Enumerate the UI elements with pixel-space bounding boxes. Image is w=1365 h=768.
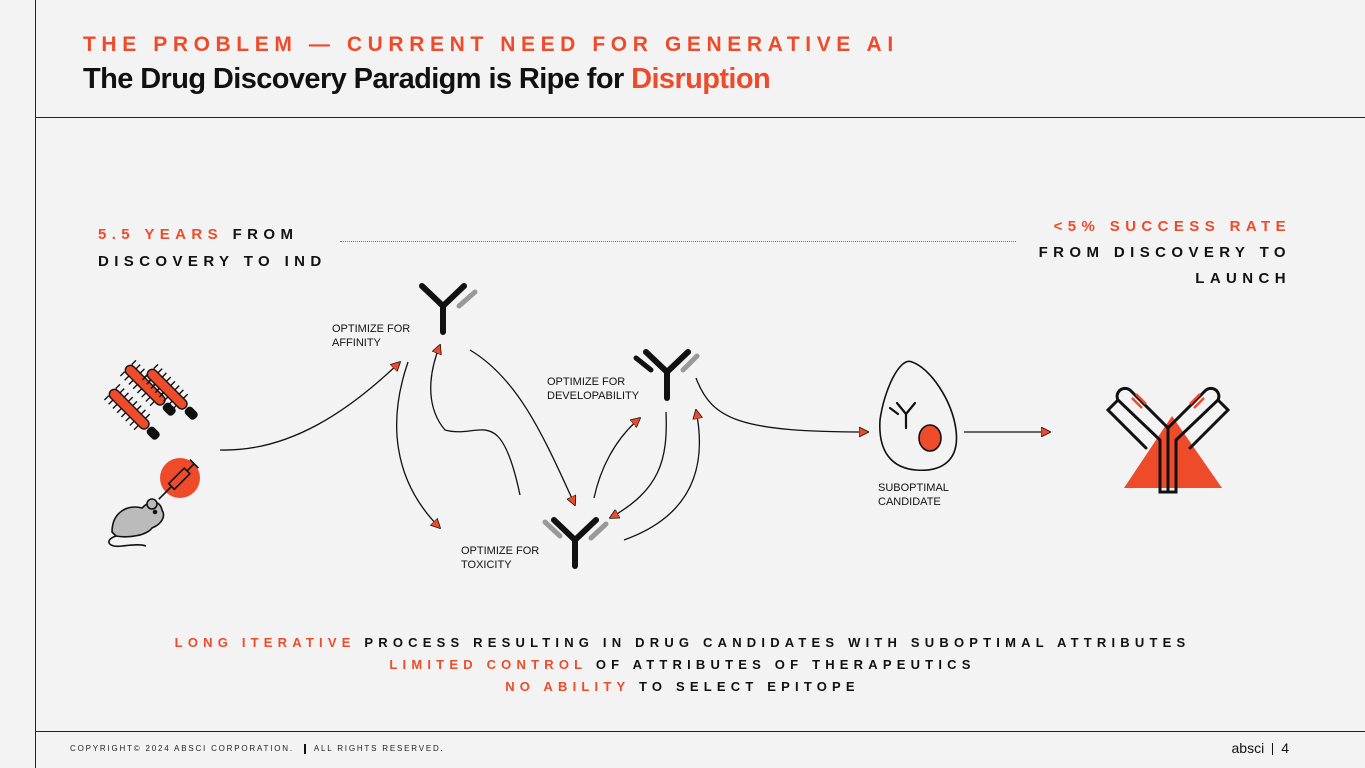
antibody-toxicity-icon (542, 517, 609, 569)
label-suboptimal-line-2: CANDIDATE (878, 496, 941, 508)
label-optimize-developability: OPTIMIZE FOR DEVELOPABILITY (547, 375, 639, 403)
label-toxicity-line-1: OPTIMIZE FOR (461, 545, 540, 557)
antibody-affinity-icon (419, 283, 478, 335)
summary-2-accent: LIMITED CONTROL (389, 657, 588, 672)
page-title: The Drug Discovery Paradigm is Ripe for … (83, 63, 771, 96)
footer-copyright: COPYRIGHT© 2024 ABSCI CORPORATION. ALL RI… (70, 744, 445, 754)
summary-line-3: NO ABILITY TO SELECT EPITOPE (0, 679, 1365, 694)
left-rule (35, 0, 36, 768)
label-optimize-affinity: OPTIMIZE FOR AFFINITY (332, 322, 410, 350)
footer-divider (35, 731, 1365, 732)
microbes-icon (103, 359, 198, 440)
page-number: 4 (1281, 740, 1289, 756)
summary-2-rest: OF ATTRIBUTES OF THERAPEUTICS (587, 657, 976, 672)
title-main: The Drug Discovery Paradigm is Ripe for (83, 63, 632, 95)
stat-success-rest-2: LAUNCH (1195, 270, 1291, 287)
suboptimal-candidate-icon (879, 360, 958, 472)
process-arrows (219, 345, 1050, 541)
stat-success-rest-1: FROM DISCOVERY TO (1038, 244, 1291, 261)
summary-1-accent: LONG ITERATIVE (174, 635, 356, 650)
title-accent: Disruption (631, 63, 771, 95)
footer-separator (303, 744, 306, 754)
label-developability-line-2: DEVELOPABILITY (547, 390, 640, 402)
stat-years-rest-1: FROM (223, 226, 299, 243)
label-toxicity-line-2: TOXICITY (461, 559, 512, 571)
summary-line-2: LIMITED CONTROL OF ATTRIBUTES OF THERAPE… (0, 657, 1365, 672)
rights-text: ALL RIGHTS RESERVED. (313, 744, 445, 754)
summary-line-1: LONG ITERATIVE PROCESS RESULTING IN DRUG… (0, 635, 1365, 650)
label-optimize-toxicity: OPTIMIZE FOR TOXICITY (461, 544, 539, 572)
stat-success-accent: <5% SUCCESS RATE (1053, 218, 1291, 235)
stat-years-rest-2: DISCOVERY TO IND (98, 253, 327, 270)
target-antibody-icon (1105, 386, 1231, 494)
dotted-connector (340, 241, 1016, 242)
brand-logo: absci (1231, 740, 1265, 756)
label-affinity-line-2: AFFINITY (332, 337, 381, 349)
label-suboptimal-line-1: SUBOPTIMAL (878, 482, 949, 494)
stat-years: 5.5 YEARS FROM DISCOVERY TO IND (98, 221, 327, 275)
mouse-icon (108, 498, 165, 548)
summary-3-accent: NO ABILITY (505, 679, 631, 694)
section-eyebrow: THE PROBLEM — CURRENT NEED FOR GENERATIV… (83, 33, 899, 56)
label-affinity-line-1: OPTIMIZE FOR (332, 323, 411, 335)
syringe-icon (158, 458, 200, 500)
label-suboptimal-candidate: SUBOPTIMAL CANDIDATE (878, 481, 949, 509)
footer-brand: absci 4 (1232, 740, 1289, 756)
copyright-text: COPYRIGHT© 2024 ABSCI CORPORATION. (70, 744, 294, 754)
header-divider (35, 117, 1365, 118)
stat-years-accent: 5.5 YEARS (98, 226, 224, 243)
brand-separator (1272, 743, 1274, 756)
label-developability-line-1: OPTIMIZE FOR (547, 376, 626, 388)
antibody-developability-icon (633, 349, 700, 401)
summary-3-rest: TO SELECT EPITOPE (630, 679, 860, 694)
summary-1-rest: PROCESS RESULTING IN DRUG CANDIDATES WIT… (355, 635, 1191, 650)
stat-success-rate: <5% SUCCESS RATE FROM DISCOVERY TO LAUNC… (1039, 214, 1291, 292)
